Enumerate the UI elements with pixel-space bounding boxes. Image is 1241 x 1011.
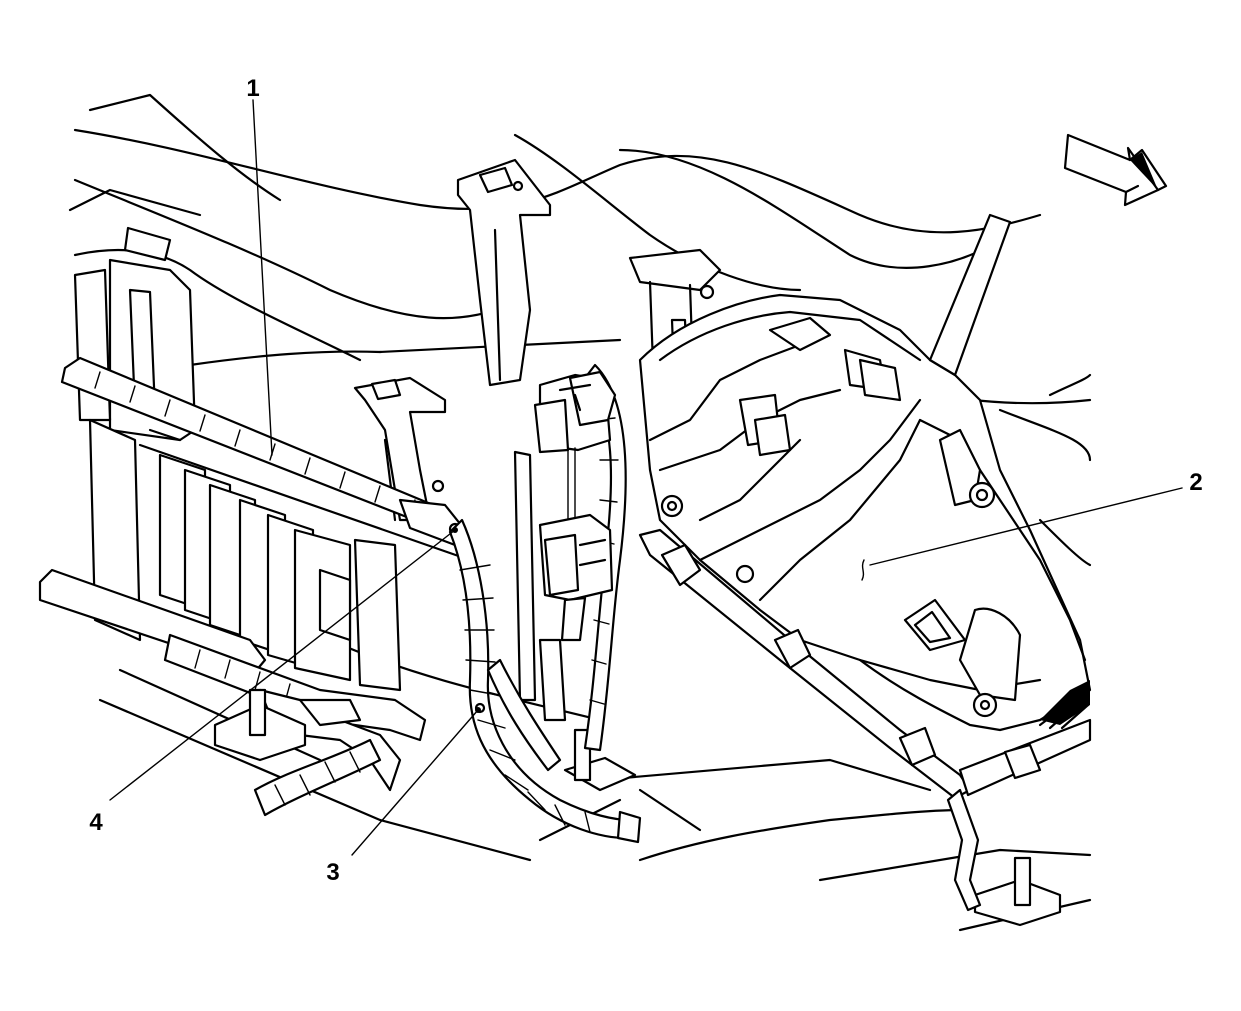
control-module-area bbox=[73, 226, 472, 692]
mounting-studs bbox=[213, 688, 1062, 927]
forward-arrow-icon bbox=[1063, 133, 1168, 207]
wiring-harness-1 bbox=[60, 356, 467, 547]
steering-column-shaft bbox=[928, 213, 1012, 377]
callout-3: 3 bbox=[326, 859, 339, 886]
callout-4: 4 bbox=[89, 809, 103, 836]
lower-right-harness bbox=[638, 528, 1092, 912]
callout-1: 1 bbox=[246, 75, 259, 102]
callout-leader-lines bbox=[109, 99, 1183, 856]
callout-2: 2 bbox=[1189, 469, 1202, 496]
bracket-assembly-2 bbox=[638, 293, 1092, 732]
lower-harness-bundle bbox=[38, 568, 427, 817]
electrical-connectors bbox=[533, 370, 617, 642]
center-support-bracket bbox=[353, 376, 447, 522]
